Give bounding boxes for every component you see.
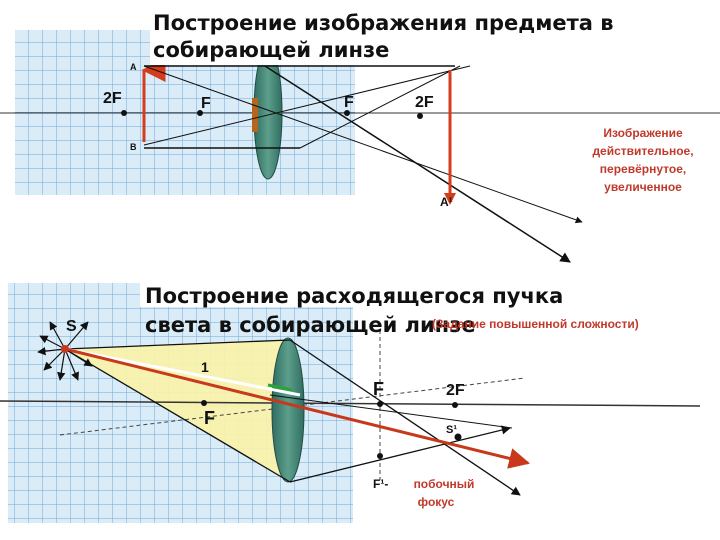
top-description: Изображение действительное, перевёрнутое… xyxy=(592,126,693,194)
bottom-subtitle: (Задание повышенной сложности) xyxy=(432,317,639,331)
top-f-right-dot xyxy=(344,110,350,116)
point-a-label: A xyxy=(130,62,137,72)
bottom-light-beam xyxy=(65,340,290,482)
top-2f-right-dot xyxy=(417,113,423,119)
description-line2: действительное, xyxy=(592,144,693,158)
bottom-ray-top-in xyxy=(64,339,291,350)
burst-ray-5 xyxy=(64,348,79,381)
focus-caption-line2: фокус xyxy=(418,495,455,509)
bottom-f-right-dot xyxy=(377,401,383,407)
top-ray-through-focus xyxy=(264,65,571,263)
image-s1-dot xyxy=(454,433,462,441)
description-line3: перевёрнутое, xyxy=(600,162,686,176)
bottom-f-left-dot xyxy=(201,400,207,406)
bottom-diagram: S 1 F F 2F S¹ F¹- побочный фокус Построе… xyxy=(0,283,701,523)
bottom-ray-bottom-out xyxy=(289,425,511,483)
bottom-principal-axis xyxy=(0,400,701,407)
bottom-title-line1: Построение расходящегося пучка xyxy=(145,284,563,308)
point-b-label: B xyxy=(130,142,137,152)
top-label-f-left: F xyxy=(201,95,211,112)
top-ray-b-refracted xyxy=(299,65,461,149)
top-2f-left-dot xyxy=(121,110,127,116)
bottom-main-ray xyxy=(64,347,531,469)
bottom-2f-dot xyxy=(452,402,458,408)
bottom-title-background xyxy=(140,283,490,307)
bottom-label-f-lower: F xyxy=(204,408,215,428)
burst-ray-2 xyxy=(37,346,66,356)
bottom-secondary-axis-marker xyxy=(267,383,293,392)
burst-ray-6 xyxy=(64,348,93,367)
top-title-background xyxy=(150,5,700,65)
top-label-f-right: F xyxy=(344,94,354,111)
top-label-a1: A¹ xyxy=(440,195,453,209)
label-f1: F¹- xyxy=(373,477,388,491)
top-label-2f-right: 2F xyxy=(415,94,434,111)
burst-ray-8 xyxy=(64,321,89,350)
bottom-title-line2: света в собирающей линзе xyxy=(145,313,476,337)
top-title-line2: собирающей линзе xyxy=(153,38,389,62)
bottom-label-2f: 2F xyxy=(446,382,465,399)
top-image-arrowhead xyxy=(444,193,456,205)
source-s-burst xyxy=(37,321,93,381)
bottom-lens xyxy=(271,337,305,483)
bottom-ray-bottom-in xyxy=(64,348,291,483)
burst-ray-1 xyxy=(39,335,66,350)
description-line4: увеличенное xyxy=(604,180,682,194)
burst-ray-4 xyxy=(57,348,66,381)
secondary-focus-dot xyxy=(377,453,383,459)
top-label-2f-left: 2F xyxy=(103,90,122,107)
bottom-ray-secondary xyxy=(269,394,513,429)
top-lens-marker xyxy=(252,98,258,132)
label-s1: S¹ xyxy=(446,424,457,436)
source-s-dot xyxy=(61,345,69,353)
top-f-left-dot xyxy=(197,110,203,116)
bottom-label-f-upper: F xyxy=(373,379,384,399)
top-ray-b xyxy=(143,65,471,146)
description-line1: Изображение xyxy=(603,126,683,140)
label-s: S xyxy=(66,318,77,335)
bottom-ray-top-out xyxy=(289,339,521,496)
focus-caption-line1: побочный xyxy=(414,477,475,491)
burst-ray-3 xyxy=(43,348,66,371)
top-title-line1: Построение изображения предмета в xyxy=(153,11,614,35)
top-diagram: A B 2F F F 2F A¹ Построение изображения … xyxy=(0,5,720,263)
bottom-ray-white xyxy=(64,347,301,397)
top-ray-through-center xyxy=(143,65,583,224)
label-1: 1 xyxy=(201,359,209,375)
burst-ray-7 xyxy=(49,321,66,350)
